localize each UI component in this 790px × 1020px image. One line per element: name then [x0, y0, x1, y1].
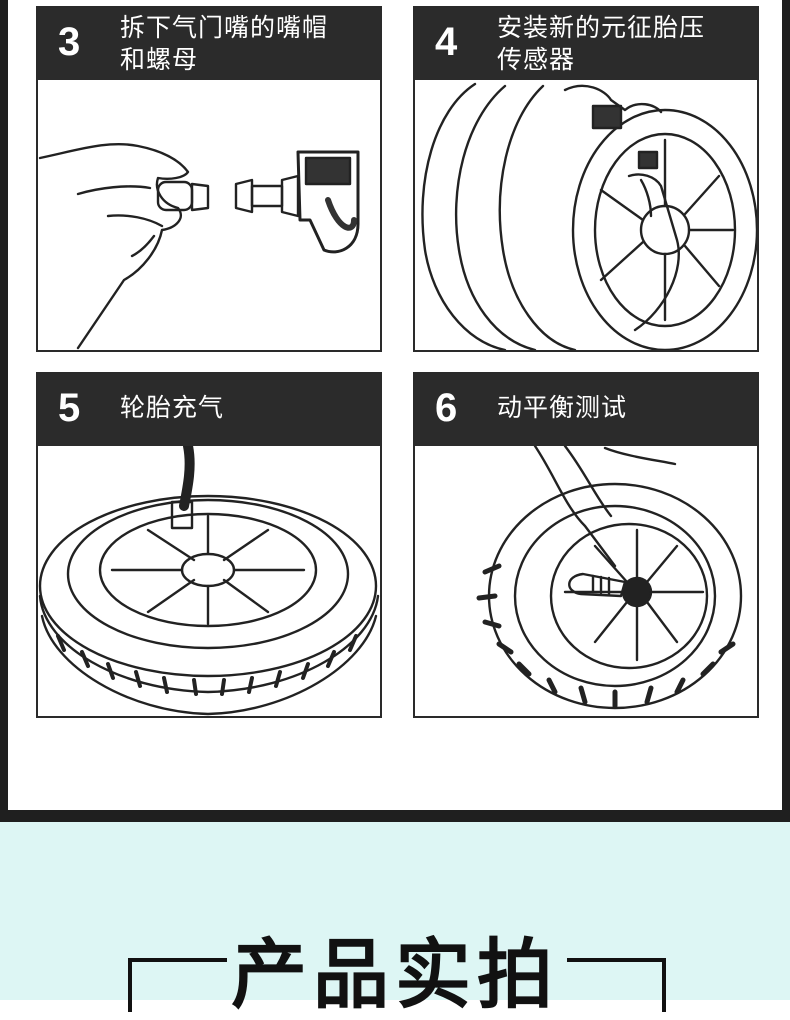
step-title: 动平衡测试	[497, 393, 628, 422]
instruction-sheet: 3 拆下气门嘴的嘴帽 和螺母 4 安装新的元征胎压 传感器	[0, 0, 790, 822]
step-header: 5 轮胎充气	[38, 374, 380, 446]
step-title: 轮胎充气	[120, 393, 225, 422]
balance-test-icon	[476, 446, 743, 710]
step-panel-4: 4 安装新的元征胎压 传感器	[413, 6, 759, 352]
section-title: 产品实拍	[231, 930, 559, 1019]
inflate-tire-icon	[38, 446, 380, 716]
step-panel-3: 3 拆下气门嘴的嘴帽 和螺母	[36, 6, 382, 352]
install-sensor-icon	[421, 82, 757, 350]
step-number: 3	[58, 20, 81, 64]
step-panel-5: 5 轮胎充气	[36, 372, 382, 718]
step-number: 4	[435, 20, 458, 64]
step-number: 5	[58, 386, 81, 430]
step-panel-6: 6 动平衡测试	[413, 372, 759, 718]
title-bracket-left	[128, 958, 227, 1012]
remove-cap-icon	[38, 143, 360, 350]
step-header: 3 拆下气门嘴的嘴帽 和螺母	[38, 8, 380, 80]
step-header: 6 动平衡测试	[415, 374, 757, 446]
step-title: 拆下气门嘴的嘴帽 和螺母	[120, 13, 329, 74]
step-number: 6	[435, 386, 458, 430]
step-title: 安装新的元征胎压 传感器	[497, 13, 706, 74]
title-bracket-right	[567, 958, 666, 1012]
step-header: 4 安装新的元征胎压 传感器	[415, 8, 757, 80]
